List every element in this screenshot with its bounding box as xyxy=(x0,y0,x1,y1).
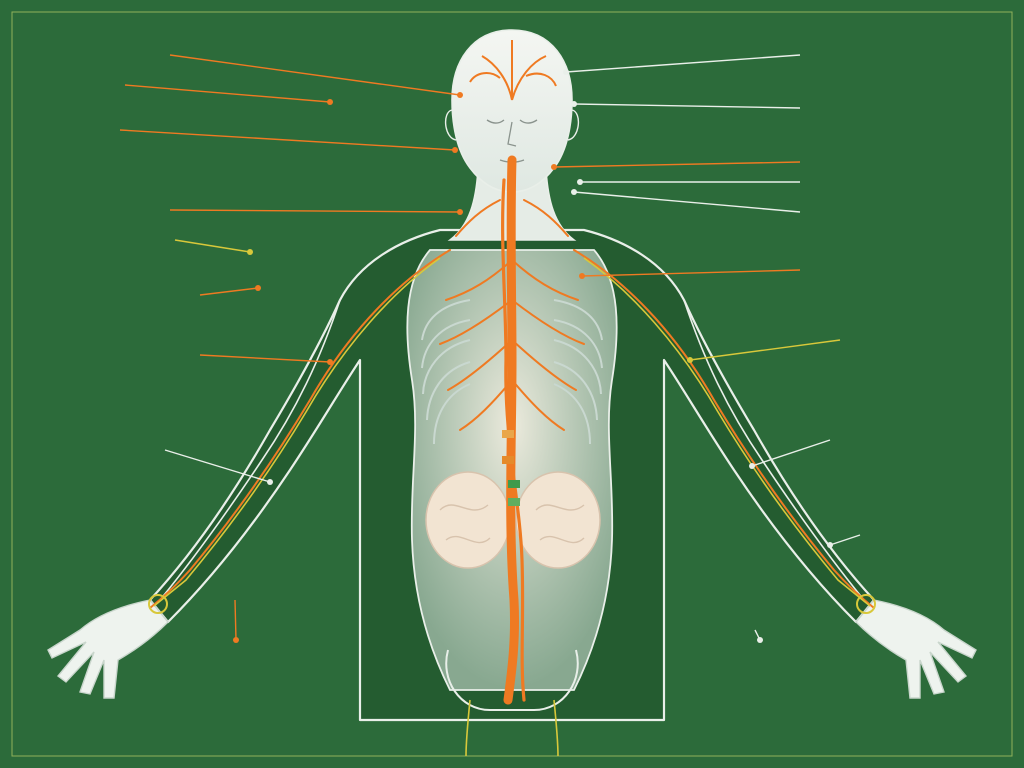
leader-lines xyxy=(119,54,861,643)
frame-border xyxy=(11,11,1013,757)
right-ear xyxy=(567,109,579,141)
left-eye xyxy=(486,119,505,124)
right-hand xyxy=(855,599,977,699)
leader-line xyxy=(164,449,271,483)
intestine-left xyxy=(425,471,511,569)
leader-endpoint xyxy=(579,273,585,279)
leader-line xyxy=(565,54,801,73)
human-body xyxy=(47,29,977,757)
leader-line xyxy=(573,191,801,213)
leader-endpoint xyxy=(757,637,763,643)
leader-endpoint xyxy=(255,285,261,291)
yellow-nerves xyxy=(153,257,871,757)
left-hand xyxy=(47,599,169,699)
leader-endpoint xyxy=(233,637,239,643)
leader-endpoint xyxy=(247,249,253,255)
leader-line xyxy=(199,287,259,296)
leader-endpoint xyxy=(457,92,463,98)
intestine-right xyxy=(515,471,601,569)
leader-endpoint xyxy=(267,479,273,485)
right-wrist-marker xyxy=(856,594,876,614)
leader-line xyxy=(169,54,461,96)
leader-endpoint xyxy=(571,101,577,107)
leader-line xyxy=(119,129,456,151)
leader-endpoint xyxy=(327,359,333,365)
left-ear xyxy=(445,109,457,141)
brain-nerves xyxy=(469,40,557,101)
leader-endpoint xyxy=(457,209,463,215)
ribcage xyxy=(421,299,603,445)
left-arm-inner-outline xyxy=(159,299,341,601)
pelvis xyxy=(445,649,579,711)
leader-line xyxy=(124,84,331,103)
nose xyxy=(507,121,517,147)
vertebra-markers xyxy=(502,430,520,506)
leader-line xyxy=(174,239,251,253)
leader-line xyxy=(234,599,237,641)
leader-endpoint xyxy=(327,99,333,105)
leader-line xyxy=(581,269,801,277)
leader-line xyxy=(751,439,831,467)
left-wrist-marker xyxy=(148,594,168,614)
leader-line xyxy=(553,161,801,168)
right-eye xyxy=(519,119,538,124)
leader-endpoint xyxy=(687,357,693,363)
leader-line xyxy=(829,534,861,546)
leader-endpoint xyxy=(452,147,458,153)
leader-endpoint xyxy=(749,463,755,469)
leader-endpoint xyxy=(577,179,583,185)
head xyxy=(445,29,579,193)
leader-endpoint xyxy=(551,164,557,170)
leader-line xyxy=(689,339,841,361)
leader-line xyxy=(169,209,461,213)
abdominal-organs xyxy=(425,471,601,569)
leader-endpoint xyxy=(827,542,833,548)
peripheral-nerves xyxy=(149,199,875,609)
right-arm-inner-outline xyxy=(683,299,865,601)
leader-endpoint xyxy=(571,189,577,195)
leader-line xyxy=(573,103,801,109)
leader-line xyxy=(199,354,331,363)
leader-endpoint xyxy=(563,69,569,75)
